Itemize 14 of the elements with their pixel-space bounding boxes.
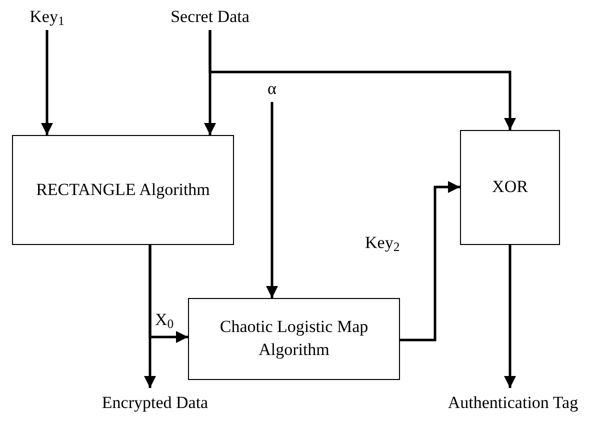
parameter-label: α: [260, 76, 284, 102]
arrow: [41, 30, 53, 135]
arrow: [266, 102, 278, 298]
output-label: Authentication Tag: [435, 390, 591, 416]
process-box: XOR: [460, 130, 560, 245]
arrow: [400, 181, 460, 342]
arrow: [148, 245, 188, 343]
output-label: Encrypted Data: [70, 390, 240, 416]
arrow: [208, 30, 516, 130]
process-box: Chaotic Logistic Map Algorithm: [188, 298, 400, 380]
arrow: [504, 245, 516, 388]
input-label: Key$_{1}$: [20, 4, 74, 30]
process-box: RECTANGLE Algorithm: [12, 135, 234, 245]
input-label: Secret Data: [150, 4, 270, 30]
